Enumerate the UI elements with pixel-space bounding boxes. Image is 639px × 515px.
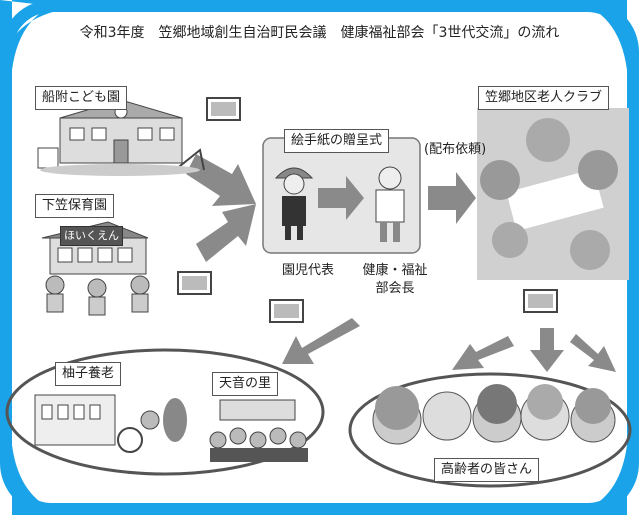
diagram-title: 令和3年度 笠郷地域創生自治町民会議 健康福祉部会「3世代交流」の流れ [79,25,560,41]
children-dancing-icon [45,275,150,316]
arrow-student-to-chair [318,176,364,220]
postcard-icon [269,299,304,323]
frame-corner-tl [0,0,70,70]
nursing-ellipse [5,348,325,476]
student-icon [274,167,314,240]
arrow-ceremony-to-club [428,172,476,224]
flow-arrows [186,154,616,372]
amane-label: 天音の里 [212,372,279,396]
shimogasa-label: 下笠保育園 [35,194,115,218]
elder-face-icon [570,388,616,443]
funatsuke-label: 船附こども園 [35,86,128,110]
arrow-school-to-ceremony [186,154,256,206]
arrow-club-to-seniors-mid [530,328,564,372]
school-building-icon [37,99,205,176]
arrow-club-to-seniors-right [570,334,616,372]
postcard-icon [206,97,241,121]
student-rep-label: 園児代表 [282,263,335,278]
elder-group-icon [477,108,629,280]
arrow-nursery-to-ceremony [196,204,256,262]
ceremony-label: 絵手紙の贈呈式 [284,129,390,153]
arrow-club-to-nursing [282,318,360,364]
nursery-sign: ほいくえん [60,226,123,246]
seniors-label: 高齢者の皆さん [434,458,540,482]
request-label: (配布依頼) [424,142,487,157]
seniors-ellipse [348,372,632,488]
chairman-icon [375,166,405,242]
postcard-icon [177,271,212,295]
elder-face-icon [472,384,522,443]
staff-group-icon [209,399,308,462]
chair-label: 健康・福祉 部会長 [362,263,428,296]
elder-face-icon [422,391,472,441]
arrow-club-to-seniors-left [452,336,514,370]
postcard-icon [523,289,558,313]
elder-face-icon [520,384,570,441]
nursing-home-icon [34,394,187,453]
yuzuko-label: 柚子養老 [55,362,122,386]
club-label: 笠郷地区老人クラブ [478,86,610,110]
elder-face-icon [372,386,422,445]
